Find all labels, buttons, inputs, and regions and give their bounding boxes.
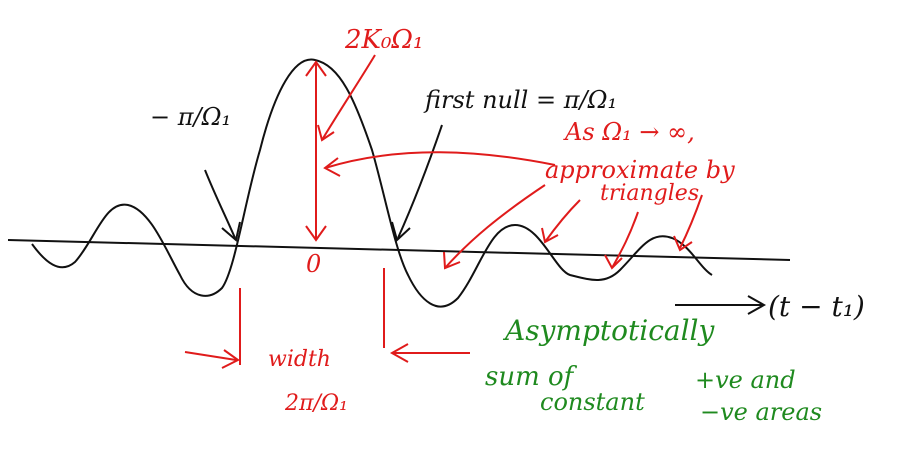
neg-null-pointer <box>204 169 236 239</box>
approx-arrow-sidelobe-3 <box>611 211 639 269</box>
width-value: 2π/Ω₁ <box>284 391 348 416</box>
peak-arrow-down <box>305 225 327 242</box>
approx-line3: triangles <box>600 181 699 206</box>
approx-line2: approximate by <box>545 156 735 184</box>
approx-arrow-sidelobe-4 <box>679 194 703 249</box>
first-null-label: first null = π/Ω₁ <box>423 86 617 114</box>
time-axis-arrow-head <box>747 295 767 315</box>
approx-arrow-sidelobe-1-head <box>443 251 461 270</box>
approx-arrow-sidelobe-3-head <box>604 254 623 270</box>
approx-arrow-main-lobe <box>324 151 556 169</box>
peak-pointer-head <box>317 124 335 142</box>
neg-null-label: − π/Ω₁ <box>150 103 231 131</box>
approx-line1: As Ω₁ → ∞, <box>563 118 695 146</box>
asym-line2: sum of <box>485 362 578 392</box>
width-arrow-left <box>184 351 237 361</box>
neg-null-pointer-head <box>221 221 241 242</box>
asym-pos-areas: +ve and <box>695 366 796 394</box>
first-null-pointer-head <box>391 221 411 242</box>
peak-label-pointer <box>321 54 376 141</box>
origin-label: 0 <box>306 250 321 278</box>
peak-height-label: 2K₀Ω₁ <box>344 25 423 55</box>
approx-arrow-sidelobe-1 <box>444 184 546 269</box>
approx-arrow-sidelobe-2-head <box>541 227 559 244</box>
asym-line1: Asymptotically <box>502 314 715 347</box>
asym-line3: constant <box>540 388 645 416</box>
approx-arrow-main-lobe-head <box>323 157 341 177</box>
sinc-curve <box>31 58 713 308</box>
width-arrow-left-head <box>221 349 240 369</box>
time-axis-label: (t − t₁) <box>768 290 865 323</box>
asym-neg-areas: −ve areas <box>700 398 822 426</box>
peak-arrow-up <box>305 60 327 77</box>
width-word: width <box>268 347 331 372</box>
width-arrow-right-head <box>389 343 409 363</box>
approx-arrow-sidelobe-2 <box>544 199 581 243</box>
approx-arrow-sidelobe-4-head <box>673 235 693 252</box>
first-null-pointer <box>397 124 443 239</box>
